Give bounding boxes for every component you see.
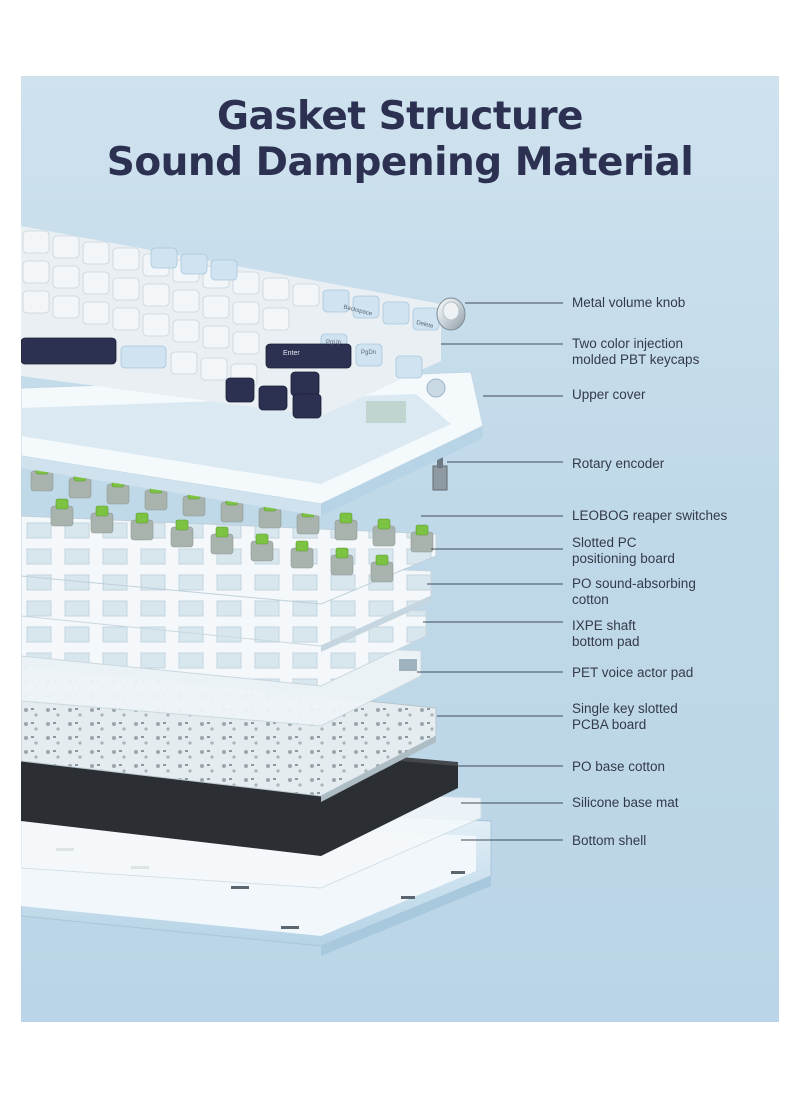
exploded-view-panel: Gasket Structure Sound Dampening Materia… <box>21 76 779 1022</box>
callout-leader-lines <box>417 302 563 841</box>
callout-ixpe-pad: IXPE shaft bottom pad <box>572 618 640 649</box>
title-line-2: Sound Dampening Material <box>106 140 694 185</box>
keyboard-exploded-illustration <box>21 226 563 956</box>
callout-po-sound-absorbing-cotton: PO sound-absorbing cotton <box>572 576 696 607</box>
callout-silicone-base-mat: Silicone base mat <box>572 795 679 810</box>
callout-po-base-cotton: PO base cotton <box>572 759 666 774</box>
rotary-encoder <box>432 454 448 491</box>
callout-upper-cover: Upper cover <box>572 387 646 402</box>
title-line-1: Gasket Structure <box>216 94 584 139</box>
upper-cover <box>21 371 484 516</box>
callout-metal-volume-knob: Metal volume knob <box>572 295 686 310</box>
keycap-set <box>21 226 441 419</box>
keycap-pgdn-legend: PgDn <box>361 350 377 356</box>
metal-volume-knob <box>436 297 466 331</box>
callout-rotary-encoder: Rotary encoder <box>572 456 665 471</box>
page-title: Gasket Structure Sound Dampening Materia… <box>21 94 779 186</box>
callout-pcba-board: Single key slotted PCBA board <box>572 701 678 732</box>
callout-pet-pad: PET voice actor pad <box>572 665 694 680</box>
callout-switches: LEOBOG reaper switches <box>572 508 728 523</box>
callout-bottom-shell: Bottom shell <box>572 833 647 848</box>
keycap-pgup-legend: PgUp <box>326 340 342 346</box>
keycap-enter-legend: Enter <box>283 350 300 357</box>
callout-keycaps: Two color injection molded PBT keycaps <box>572 336 700 367</box>
callout-pc-positioning-board: Slotted PC positioning board <box>572 535 675 566</box>
